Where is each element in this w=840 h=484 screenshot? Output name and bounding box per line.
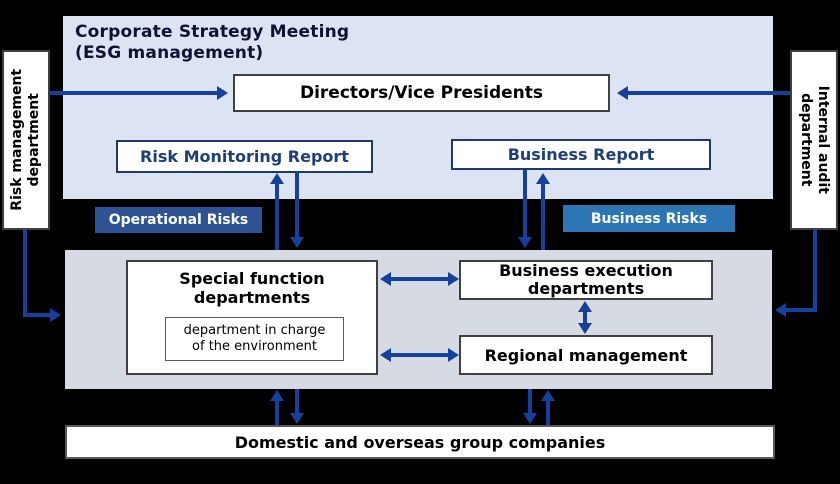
special-function-label: Special function departments	[179, 269, 325, 308]
special-function-box: Special function departments department …	[126, 260, 378, 375]
operational-risks-label: Operational Risks	[108, 212, 249, 228]
business-risks-badge: Business Risks	[563, 205, 735, 232]
group-companies-label: Domestic and overseas group companies	[234, 432, 606, 452]
business-report-label: Business Report	[507, 145, 655, 164]
directors-label: Directors/Vice Presidents	[299, 83, 544, 103]
business-report-box: Business Report	[451, 139, 711, 170]
environment-department-box: department in charge of the environment	[165, 317, 344, 361]
internal-audit-dept-label: Internal audit department	[798, 85, 831, 195]
risk-monitoring-report-box: Risk Monitoring Report	[116, 140, 373, 173]
risk-monitoring-report-label: Risk Monitoring Report	[140, 147, 349, 166]
risk-management-dept-box: Risk management department	[2, 50, 50, 230]
directors-box: Directors/Vice Presidents	[233, 74, 610, 112]
business-execution-box: Business execution departments	[459, 260, 713, 300]
operational-risks-badge: Operational Risks	[95, 207, 262, 233]
corporate-strategy-title: Corporate Strategy Meeting (ESG manageme…	[75, 22, 350, 64]
group-companies-bar: Domestic and overseas group companies	[65, 425, 775, 459]
regional-management-label: Regional management	[484, 345, 688, 365]
business-risks-label: Business Risks	[590, 210, 708, 227]
regional-management-box: Regional management	[459, 335, 713, 375]
internal-audit-dept-box: Internal audit department	[790, 50, 838, 230]
risk-management-dept-label: Risk management department	[9, 69, 42, 211]
